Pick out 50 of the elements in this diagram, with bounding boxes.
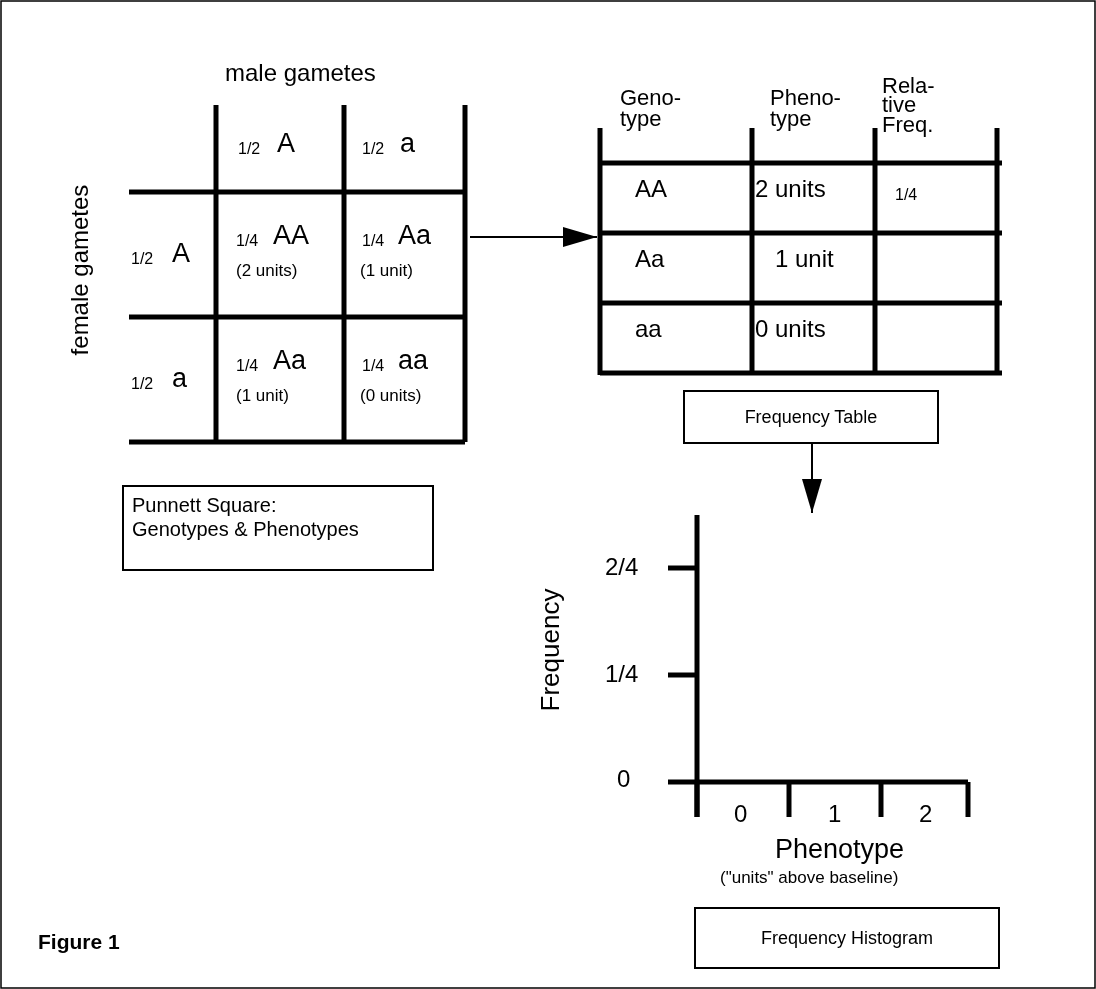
caption-box bbox=[694, 907, 1000, 969]
cell-text: 1/4 bbox=[895, 186, 918, 204]
cell-text: Aa bbox=[635, 246, 665, 273]
phenotype-label: (2 units) bbox=[236, 262, 298, 281]
fraction-label: 1/2 bbox=[131, 250, 154, 268]
caption-text: Frequency Table bbox=[744, 406, 878, 428]
fraction-label: 1/4 bbox=[362, 357, 385, 375]
caption-box bbox=[683, 390, 939, 444]
tick-label: 1/4 bbox=[605, 661, 639, 688]
fraction-label: 1/2 bbox=[238, 140, 261, 158]
genotype-label: Aa bbox=[273, 346, 307, 376]
arrow bbox=[469, 227, 598, 247]
column-header: Pheno- type bbox=[770, 88, 842, 130]
axis-subtitle: ("units" above baseline) bbox=[720, 869, 899, 888]
genotype-label: Aa bbox=[398, 221, 432, 251]
column-header: Rela- tive Freq. bbox=[882, 76, 936, 135]
figure-label: Figure 1 bbox=[38, 930, 120, 954]
axis-title: Frequency bbox=[535, 588, 565, 712]
fraction-label: 1/2 bbox=[131, 375, 154, 393]
fraction-label: 1/4 bbox=[362, 232, 385, 250]
column-header: male gametes bbox=[225, 60, 376, 87]
cell-text: AA bbox=[635, 176, 667, 203]
cell-text: aa bbox=[635, 316, 662, 343]
allele-label: A bbox=[277, 129, 295, 159]
allele-label: a bbox=[400, 129, 416, 159]
genotype-label: AA bbox=[273, 221, 310, 251]
caption-box bbox=[122, 485, 434, 571]
fraction-label: 1/4 bbox=[236, 232, 259, 250]
phenotype-label: (0 units) bbox=[360, 387, 422, 406]
tick-label: 2/4 bbox=[605, 554, 639, 581]
arrow bbox=[802, 443, 822, 514]
fraction-label: 1/4 bbox=[236, 357, 259, 375]
cell-text: 1 unit bbox=[775, 246, 834, 273]
tick-label: 0 bbox=[734, 801, 748, 828]
genotype-label: aa bbox=[398, 346, 429, 376]
allele-label: a bbox=[172, 364, 188, 394]
column-header: Geno- type bbox=[620, 88, 683, 130]
fraction-label: 1/2 bbox=[362, 140, 385, 158]
caption-text: Punnett Square: Genotypes & Phenotypes bbox=[132, 493, 360, 541]
caption-text: Frequency Histogram bbox=[760, 927, 934, 949]
tick-label: 0 bbox=[617, 766, 631, 793]
cell-text: 2 units bbox=[755, 176, 826, 203]
phenotype-label: (1 unit) bbox=[360, 262, 413, 281]
row-header: female gametes bbox=[66, 184, 94, 356]
tick-label: 1 bbox=[828, 801, 842, 828]
axis-title: Phenotype bbox=[775, 835, 905, 865]
phenotype-label: (1 unit) bbox=[236, 387, 289, 406]
allele-label: A bbox=[172, 239, 190, 269]
tick-label: 2 bbox=[919, 801, 933, 828]
cell-text: 0 units bbox=[755, 316, 826, 343]
